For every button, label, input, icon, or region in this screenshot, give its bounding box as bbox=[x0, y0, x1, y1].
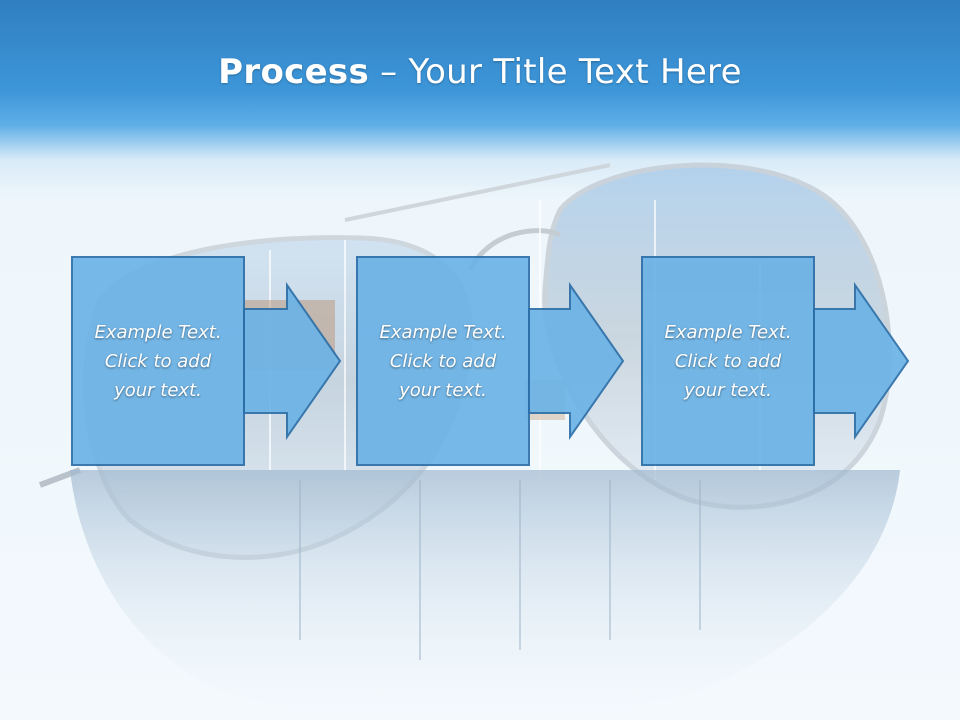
process-step-2-text[interactable]: Example Text. Click to add your text. bbox=[379, 321, 507, 401]
title-bold: Process bbox=[218, 52, 370, 92]
process-step-3-text[interactable]: Example Text. Click to add your text. bbox=[664, 321, 792, 401]
title-rest: – Your Title Text Here bbox=[369, 52, 742, 92]
process-box-2-shape bbox=[356, 256, 530, 466]
process-step-1-text[interactable]: Example Text. Click to add your text. bbox=[94, 321, 222, 401]
process-arrow-1 bbox=[243, 281, 342, 441]
process-arrow-3 bbox=[813, 281, 910, 441]
process-step-2[interactable]: Example Text. Click to add your text. bbox=[357, 257, 529, 465]
process-arrow-2 bbox=[528, 281, 625, 441]
process-step-3[interactable]: Example Text. Click to add your text. bbox=[642, 257, 814, 465]
process-box-1-shape bbox=[71, 256, 245, 466]
process-box-3-shape bbox=[641, 256, 815, 466]
process-step-1[interactable]: Example Text. Click to add your text. bbox=[72, 257, 244, 465]
slide-title: Process – Your Title Text Here bbox=[0, 52, 960, 92]
